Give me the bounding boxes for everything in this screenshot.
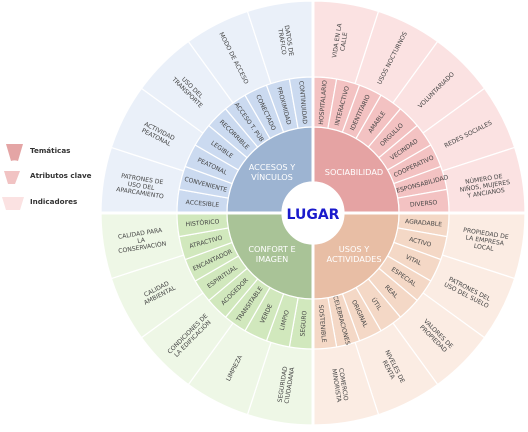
legend-item-indicadores: Indicadores [2,195,77,213]
attribute-label-diverso: DIVERSO [410,199,438,208]
center-circle [282,182,344,244]
attribute-label-historico: HISTÓRICO [185,216,220,228]
indicator-label-datos-de-trafico: DATOS DETRÁFICO [276,25,295,58]
legend-swatch-tematicas [6,142,23,161]
legend-item-tematicas: Temáticas [2,142,70,162]
quadrant-separators [99,0,527,427]
attribute-label-seguro: SEGURO [299,310,308,337]
attribute-label-continuidad: CONTINUIDAD [297,81,308,125]
legend-item-atributos: Atributos clave [2,169,92,187]
theme-label-sociabilidad: SOCIABILIDAD [325,167,383,177]
attribute-label-accesible: ACCESIBLE [185,199,219,209]
legend-label-atributos: Atributos clave [30,171,92,180]
attribute-label-hospitalario: HOSPITALARIO [318,80,329,125]
legend-label-tematicas: Temáticas [30,146,71,155]
legend-swatch-indicadores [2,197,24,210]
attribute-label-sostenible: SOSTENIBLE [317,304,327,343]
legend-label-indicadores: Indicadores [30,197,78,206]
center-label: LUGAR [287,207,340,223]
legend-swatch-atributos [4,171,20,184]
attribute-label-agradable: AGRADABLE [405,218,443,228]
